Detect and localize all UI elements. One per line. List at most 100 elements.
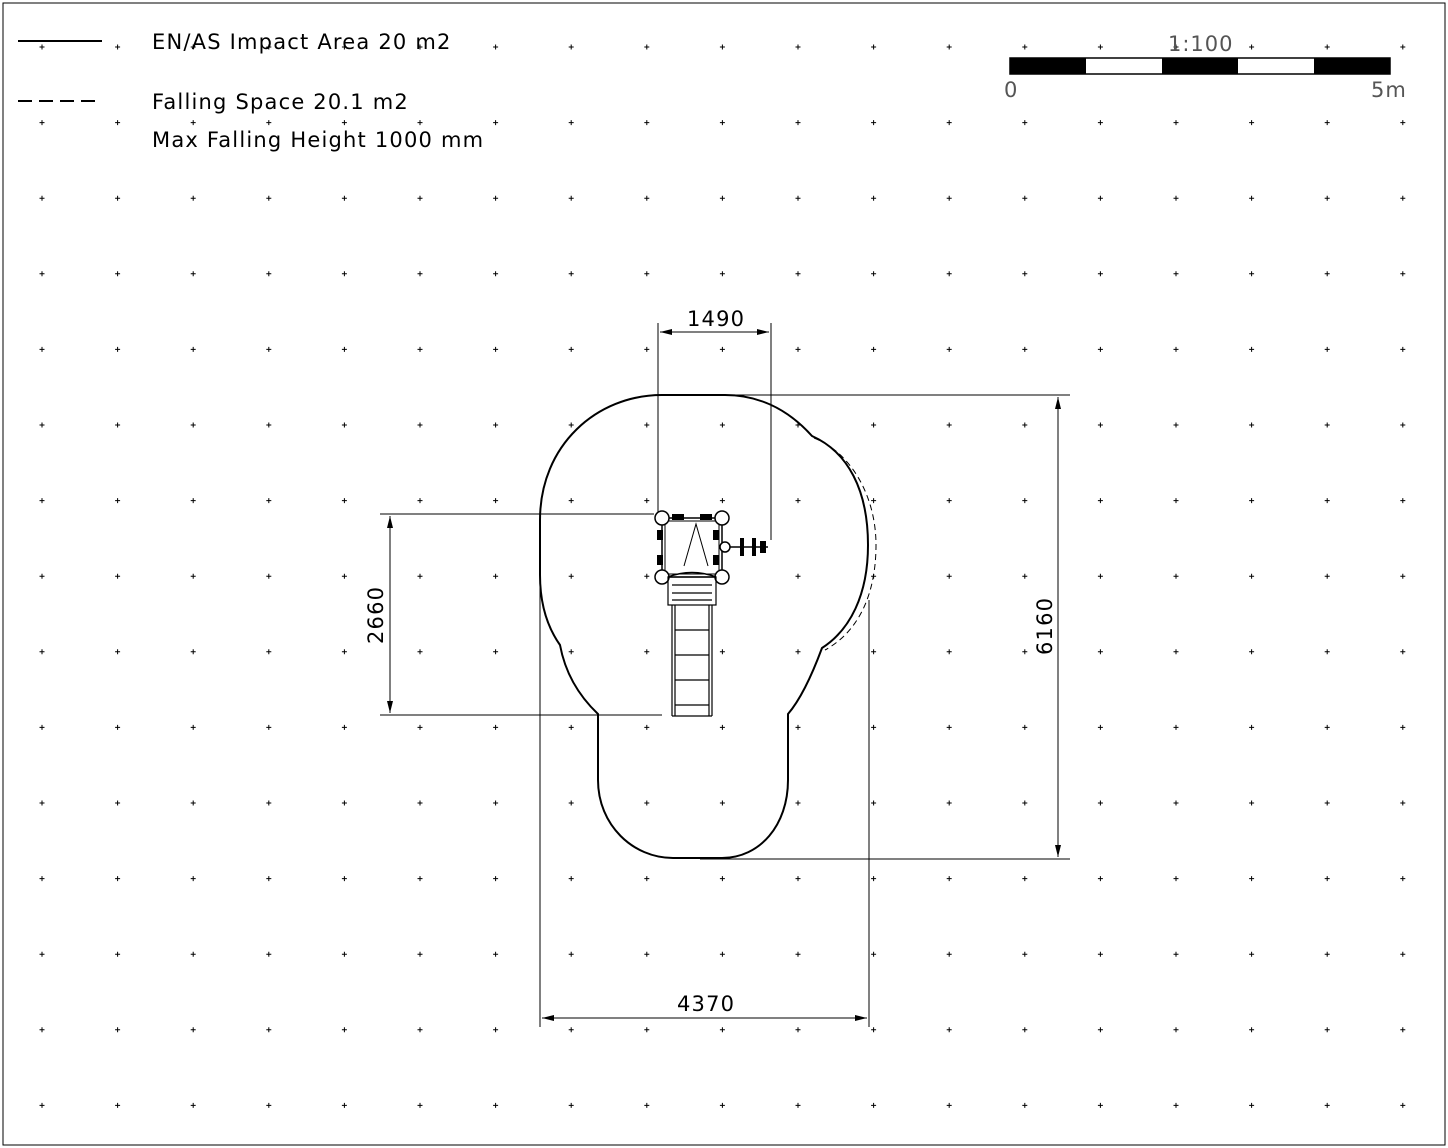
grid-point-icon — [493, 573, 499, 579]
equipment-icon — [654, 510, 768, 585]
grid-point-icon — [1400, 1027, 1406, 1033]
grid-point-icon — [1173, 44, 1179, 50]
grid-point-icon — [795, 120, 801, 126]
dimension-bottom-width-label: 4370 — [677, 992, 735, 1016]
grid-point-icon — [644, 1102, 650, 1108]
grid-point-icon — [568, 422, 574, 428]
grid-point-icon — [493, 724, 499, 730]
grid-point-icon — [1022, 724, 1028, 730]
grid-point-icon — [719, 120, 725, 126]
grid-point-icon — [115, 724, 121, 730]
grid-point-icon — [190, 876, 196, 882]
impact-area-outline — [539, 394, 870, 859]
grid-point-icon — [644, 573, 650, 579]
grid-point-icon — [1173, 951, 1179, 957]
grid-point-icon — [1400, 951, 1406, 957]
grid-point-icon — [946, 724, 952, 730]
dimension-top-width-label: 1490 — [687, 307, 745, 331]
grid-point-icon — [266, 120, 272, 126]
grid-point-icon — [1324, 44, 1330, 50]
grid-point-icon — [946, 1027, 952, 1033]
grid-point-icon — [115, 120, 121, 126]
grid-point-icon — [266, 271, 272, 277]
grid-point-icon — [568, 271, 574, 277]
grid-point-icon — [266, 1102, 272, 1108]
grid-point-icon — [1097, 1102, 1103, 1108]
grid-point-icon — [1324, 346, 1330, 352]
grid-point-icon — [1400, 800, 1406, 806]
grid-point-icon — [417, 724, 423, 730]
grid-point-icon — [1173, 573, 1179, 579]
grid-point-icon — [568, 346, 574, 352]
dimension-top-width: 1490 — [657, 307, 772, 540]
grid-point-icon — [946, 876, 952, 882]
grid-point-icon — [946, 498, 952, 504]
grid-point-icon — [417, 195, 423, 201]
grid-point-icon — [190, 800, 196, 806]
grid-point-icon — [115, 44, 121, 50]
grid-point-icon — [1022, 649, 1028, 655]
grid-point-icon — [39, 346, 45, 352]
grid-point-icon — [1400, 724, 1406, 730]
grid-point-icon — [1022, 951, 1028, 957]
grid-point-icon — [115, 271, 121, 277]
grid-point-icon — [266, 876, 272, 882]
grid-point-icon — [115, 876, 121, 882]
grid-point-icon — [795, 951, 801, 957]
grid-point-icon — [719, 346, 725, 352]
grid-point-icon — [795, 724, 801, 730]
grid-point-icon — [190, 724, 196, 730]
grid-point-icon — [493, 1102, 499, 1108]
grid-point-icon — [1400, 573, 1406, 579]
grid-point-icon — [39, 120, 45, 126]
grid-point-icon — [493, 876, 499, 882]
legend-max-falling-height: Max Falling Height 1000 mm — [152, 128, 484, 152]
grid-point-icon — [795, 1102, 801, 1108]
grid-point-icon — [946, 573, 952, 579]
grid-point-icon — [644, 876, 650, 882]
grid-point-icon — [568, 649, 574, 655]
grid-point-icon — [644, 271, 650, 277]
grid-point-icon — [871, 1102, 877, 1108]
grid-point-icon — [871, 44, 877, 50]
grid-point-icon — [568, 1102, 574, 1108]
grid-point-icon — [1400, 498, 1406, 504]
grid-point-icon — [871, 800, 877, 806]
grid-point-icon — [1173, 271, 1179, 277]
grid-point-icon — [266, 951, 272, 957]
grid-point-icon — [795, 195, 801, 201]
grid-point-icon — [871, 346, 877, 352]
grid-point-icon — [493, 44, 499, 50]
grid-point-icon — [1173, 1102, 1179, 1108]
grid-point-icon — [871, 422, 877, 428]
grid-point-icon — [341, 44, 347, 50]
grid-point-icon — [341, 422, 347, 428]
grid-point-icon — [341, 271, 347, 277]
grid-point-icon — [1324, 1027, 1330, 1033]
grid-point-icon — [115, 649, 121, 655]
grid-point-icon — [946, 195, 952, 201]
grid-point-icon — [1249, 724, 1255, 730]
slide-icon — [667, 571, 717, 717]
grid-point-icon — [568, 573, 574, 579]
grid-point-icon — [1022, 498, 1028, 504]
grid-point-icon — [1022, 573, 1028, 579]
grid-point-icon — [266, 498, 272, 504]
grid-point-icon — [1249, 44, 1255, 50]
grid-point-icon — [417, 120, 423, 126]
grid-point-icon — [1173, 422, 1179, 428]
grid-point-icon — [1173, 649, 1179, 655]
grid-point-icon — [1324, 422, 1330, 428]
grid-point-icon — [1249, 195, 1255, 201]
grid-point-icon — [871, 498, 877, 504]
grid-point-icon — [1324, 649, 1330, 655]
dimension-left-height-label: 2660 — [364, 586, 388, 644]
grid-point-icon — [1249, 573, 1255, 579]
grid-point-icon — [266, 346, 272, 352]
grid-point-icon — [1022, 800, 1028, 806]
grid-point-icon — [266, 44, 272, 50]
grid-point-icon — [871, 1027, 877, 1033]
grid-point-icon — [341, 800, 347, 806]
grid-point-icon — [946, 1102, 952, 1108]
grid-point-icon — [417, 346, 423, 352]
